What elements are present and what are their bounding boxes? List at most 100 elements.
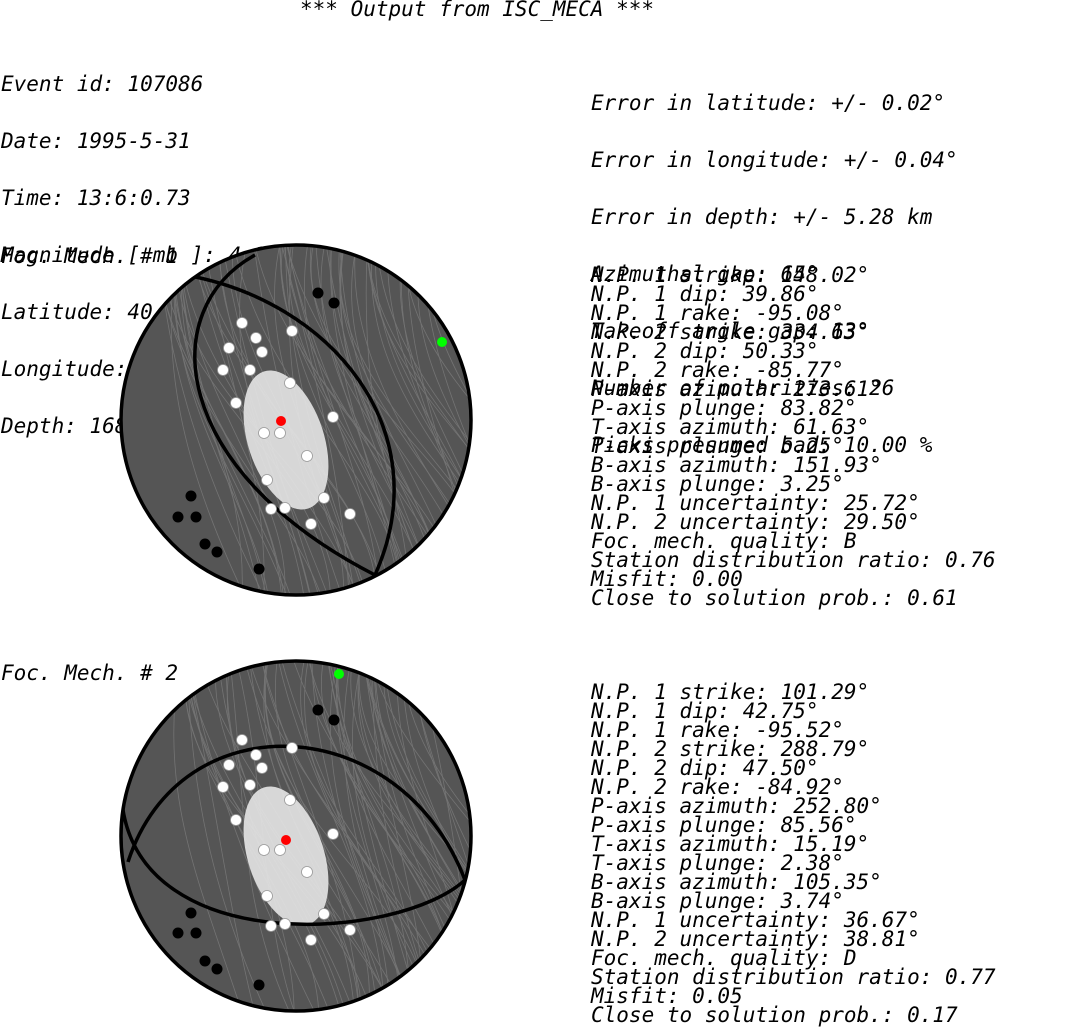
takeoff-angle-gap: Takeoff angle gap: 13° [591,319,870,343]
solution-line [374,661,471,1011]
solution-line [402,661,471,1011]
solution-line [369,661,471,1011]
compression-polarity [199,955,211,967]
event-time: Time: 13:6:0.73 [1,186,191,210]
ball-outline [119,659,473,1013]
solution-line [276,661,385,1011]
dilatation-polarity [274,844,286,856]
mech-2-param: N.P. 1 uncertainty: 36.67° [591,908,920,932]
p-axis-marker [276,416,286,426]
solution-line [329,245,404,595]
mech-1-param: N.P. 2 dip: 50.33° [591,339,819,363]
solution-line [336,661,402,1011]
solution-line [384,661,471,1011]
solution-line [399,245,471,595]
dilatation-polarity [217,781,229,793]
mech-1-param: B-axis azimuth: 151.93° [591,453,882,477]
dilatation-polarity [344,508,356,520]
solution-line [387,245,471,595]
solution-line [231,245,401,595]
mech-1-param: B-axis plunge: 3.25° [591,472,844,496]
solution-line [400,245,471,595]
mech-2-param: P-axis plunge: 85.56° [591,813,857,837]
solution-line [340,245,471,595]
dilatation-polarity [230,814,242,826]
mech-2-label: Foc. Mech. # 2 [1,661,179,685]
dilatation-polarity [250,749,262,761]
mech-1-param: N.P. 1 uncertainty: 25.72° [591,491,920,515]
compression-polarity [185,907,197,919]
dilatation-polarity [236,317,248,329]
compression-polarity [172,511,184,523]
mech-2-params: N.P. 1 strike: 101.29°N.P. 1 dip: 42.75°… [591,682,996,1026]
solution-line [350,661,471,1011]
compression-polarity [172,927,184,939]
dilatation-polarity [236,734,248,746]
dilatation-polarity [279,502,291,514]
solution-line [383,661,471,1011]
beachball-group [119,659,473,1013]
dilatation-polarity [318,492,330,504]
mech-1-param: P-axis plunge: 83.82° [591,396,857,420]
dilatation-polarity [261,474,273,486]
solution-line [278,245,351,595]
dilatation-polarity [230,397,242,409]
dilatation-polarity [265,920,277,932]
dilatation-polarity [256,346,268,358]
compression-polarity [211,546,223,558]
compression-polarity [312,704,324,716]
event-magnitude: Magnitude [ mb ]: 4.17 [1,243,280,267]
dilatation-polarity [244,779,256,791]
number-of-polarities: Number of polarities: 26 [591,376,895,400]
dilatation-polarity [301,866,313,878]
dilatation-polarity [305,934,317,946]
solution-line [186,661,320,1011]
mech-1-params: N.P. 1 strike: 148.02°N.P. 1 dip: 39.86°… [591,263,996,609]
error-info: Error in latitude: +/- 0.02° Error in lo… [591,56,958,474]
mech-2-param: N.P. 2 strike: 288.79° [591,737,870,761]
solution-line [306,661,471,1011]
mech-1-param: Foc. mech. quality: B [591,529,857,553]
nodal-plane [184,273,396,576]
mech-2-param: N.P. 1 dip: 42.75° [591,699,819,723]
mech-1-param: N.P. 2 uncertainty: 29.50° [591,510,920,534]
page-title: *** Output from ISC_MECA *** [300,0,655,21]
mech-2-param: N.P. 1 rake: -95.52° [591,718,844,742]
dilatation-polarity [327,828,339,840]
beachball-group [119,243,473,597]
error-depth: Error in depth: +/- 5.28 km [591,205,933,229]
compression-polarity [253,979,265,991]
solution-line [365,245,471,595]
dilatation-polarity [284,794,296,806]
dilatation-polarity [344,924,356,936]
mech-1-param: N.P. 1 rake: -95.08° [591,301,844,325]
solution-line [285,245,382,595]
dilatation-polarity [327,411,339,423]
dilatation-polarity [265,503,277,515]
azimuthal-gap: Azimuthal gap: 65° [591,262,819,286]
solution-line [183,661,258,1011]
solution-line [311,661,420,1011]
compression-polarity [211,963,223,975]
solution-line [186,661,271,1011]
solution-line [339,245,412,595]
dilatation-polarity [258,427,270,439]
solution-line [202,245,265,595]
ball-outline [119,243,473,597]
solution-line [366,245,471,595]
mech-1-param: Station distribution ratio: 0.76 [591,548,996,572]
dilatation-polarity [256,762,268,774]
solution-line [371,245,471,595]
compression-polarity [312,287,324,299]
compression-polarity [199,538,211,550]
dilatation-polarity [279,918,291,930]
solution-line [357,661,471,1011]
dilatation-polarity [318,908,330,920]
mech-2-param: Foc. mech. quality: D [591,946,857,970]
dilatation-polarity [284,377,296,389]
picks-presumed-bad: Picks presumed bad: 10.00 % [591,433,933,457]
solution-line [375,245,471,595]
error-longitude: Error in longitude: +/- 0.04° [591,148,958,172]
mech-2-param: N.P. 2 dip: 47.50° [591,756,819,780]
mech-1-param: N.P. 1 strike: 148.02° [591,263,870,287]
